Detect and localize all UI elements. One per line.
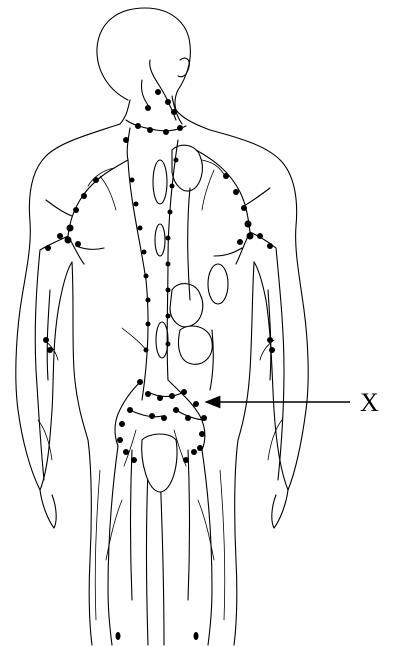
- label-x: X: [360, 388, 379, 417]
- central-organ: [155, 224, 165, 256]
- kidney-cluster: [170, 284, 203, 327]
- central-lower-organ: [156, 322, 168, 358]
- organ-lower-cluster: [179, 326, 213, 364]
- spleen-organ: [208, 264, 228, 304]
- thymus-organ: [153, 160, 167, 204]
- internal-organs: [142, 145, 228, 492]
